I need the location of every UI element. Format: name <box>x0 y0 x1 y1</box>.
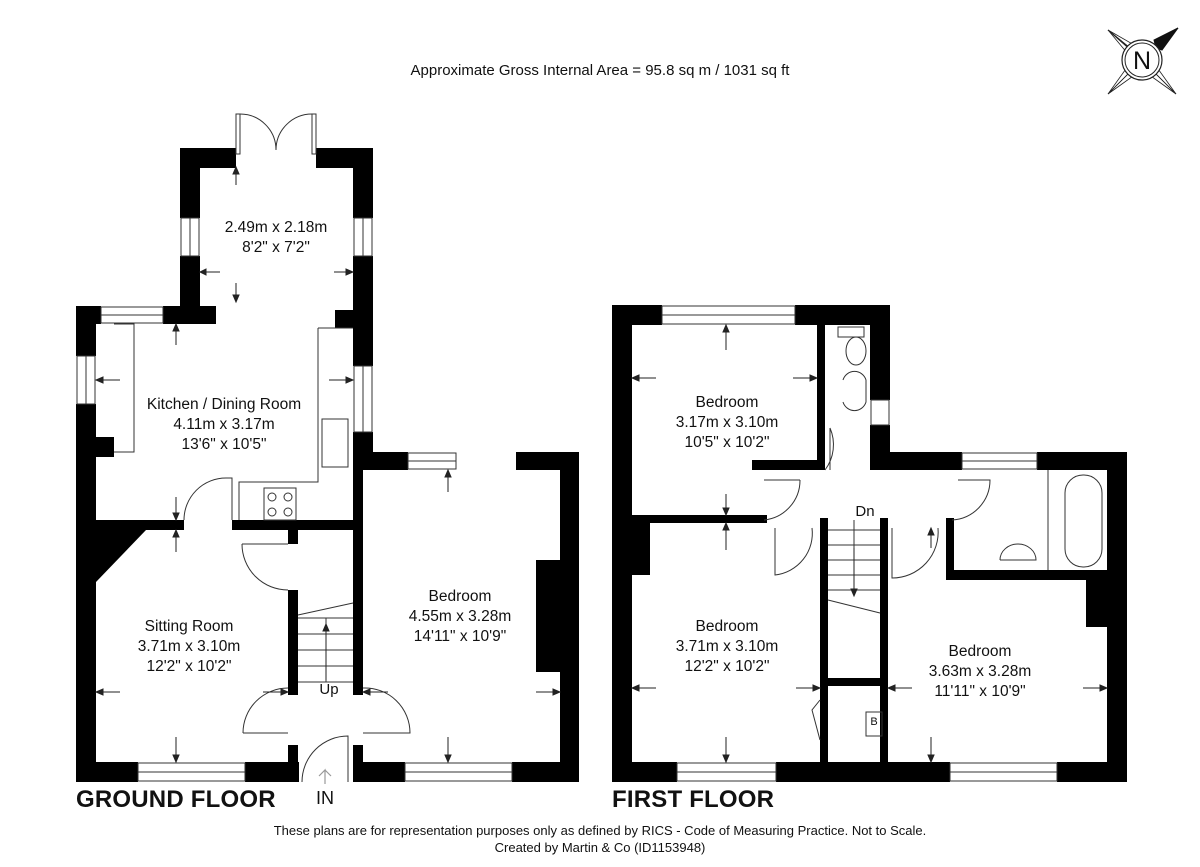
room-label-bedroom-2: Bedroom 3.71m x 3.10m 12'2" x 10'2" <box>675 618 779 675</box>
entrance-arrow-icon <box>318 768 332 784</box>
gross-internal-area: Approximate Gross Internal Area = 95.8 s… <box>410 62 790 79</box>
credit-text: Created by Martin & Co (ID1153948) <box>494 840 706 855</box>
room-label-ground-bedroom: Bedroom 4.55m x 3.28m 14'11" x 10'9" <box>408 588 512 645</box>
room-label-sitting-room: Sitting Room 3.71m x 3.10m 12'2" x 10'2" <box>137 618 241 675</box>
disclaimer-text: These plans are for representation purpo… <box>273 823 927 838</box>
ground-floor-title: GROUND FLOOR <box>76 786 276 813</box>
first-floor-title: FIRST FLOOR <box>612 786 775 813</box>
compass-north-icon: N <box>1100 18 1184 102</box>
svg-text:N: N <box>1133 47 1151 75</box>
room-label-kitchen-dining: Kitchen / Dining Room 4.11m x 3.17m 13'6… <box>146 396 302 453</box>
entrance-label: IN <box>316 788 334 808</box>
stairs-down-label: Dn <box>855 503 875 520</box>
room-label-bedroom-3: Bedroom 3.63m x 3.28m 11'11" x 10'9" <box>928 643 1032 700</box>
room-label-bedroom-1: Bedroom 3.17m x 3.10m 10'5" x 10'2" <box>675 394 779 451</box>
room-label-conservatory: 2.49m x 2.18m 8'2" x 7'2" <box>224 219 328 256</box>
boiler-label: B <box>870 716 878 728</box>
stairs-up-label: Up <box>319 681 339 698</box>
